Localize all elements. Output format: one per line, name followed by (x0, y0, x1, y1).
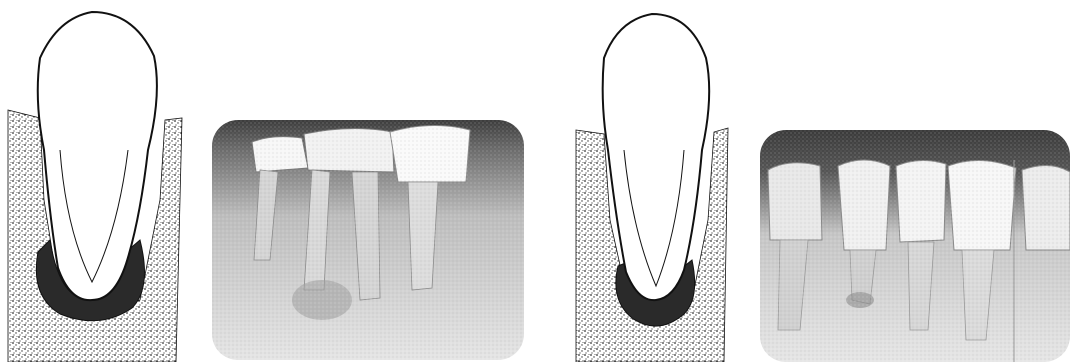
radiograph-left (212, 120, 524, 360)
tooth-diagram-left-svg (0, 0, 190, 362)
radiograph-right (760, 130, 1070, 362)
tooth-diagram-left (0, 0, 190, 362)
tooth-diagram-right-svg (560, 0, 735, 362)
radiograph-left-svg (212, 120, 524, 360)
radiograph-right-svg (760, 130, 1070, 362)
tooth-diagram-right (560, 0, 735, 362)
